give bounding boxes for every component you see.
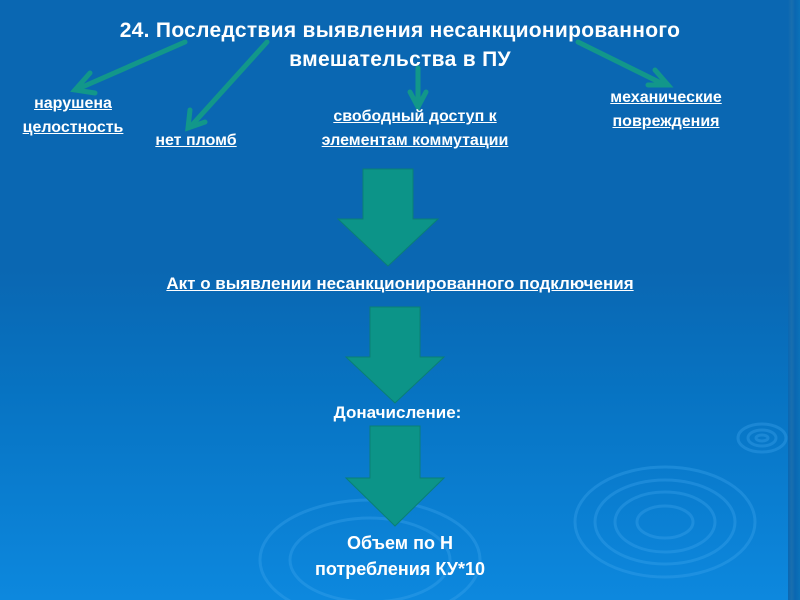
charge-label: Доначисление: — [333, 403, 462, 422]
consequence-text: элементам коммутации — [321, 132, 509, 149]
consequence-text: целостность — [22, 119, 124, 136]
consequence-text: нет пломб — [155, 132, 237, 149]
title-line-1: 24. Последствия выявления несанкциониров… — [119, 19, 681, 42]
consequence-text: механические — [610, 89, 722, 106]
slide-edge-decoration — [788, 0, 800, 600]
consequence-no-seals[interactable]: нет пломб — [140, 129, 252, 153]
consequence-text: повреждения — [612, 113, 720, 130]
flow-arrow-1 — [336, 168, 440, 267]
result-line-1: Объем по Н — [347, 533, 453, 553]
result-text: Объем по Н потребления КУ*10 — [270, 530, 530, 582]
slide-title: 24. Последствия выявления несанкциониров… — [60, 16, 740, 74]
consequence-mechanical-damage[interactable]: механические повреждения — [585, 86, 747, 134]
consequence-free-access[interactable]: свободный доступ к элементам коммутации — [290, 105, 540, 153]
connector-arrow-2 — [189, 39, 270, 128]
connector-arrow-1 — [77, 39, 188, 91]
consequence-integrity-broken[interactable]: нарушена целостность — [8, 92, 138, 140]
act-link[interactable]: Акт о выявлении несанкционированного под… — [166, 274, 634, 293]
flow-arrow-3 — [344, 425, 446, 527]
connector-arrow-4 — [575, 39, 668, 88]
consequence-text: нарушена — [34, 95, 112, 112]
result-line-2: потребления КУ*10 — [315, 559, 485, 579]
title-line-2: вмешательства в ПУ — [289, 48, 511, 71]
flow-arrow-2 — [344, 306, 446, 404]
consequence-text: свободный доступ к — [333, 108, 497, 125]
